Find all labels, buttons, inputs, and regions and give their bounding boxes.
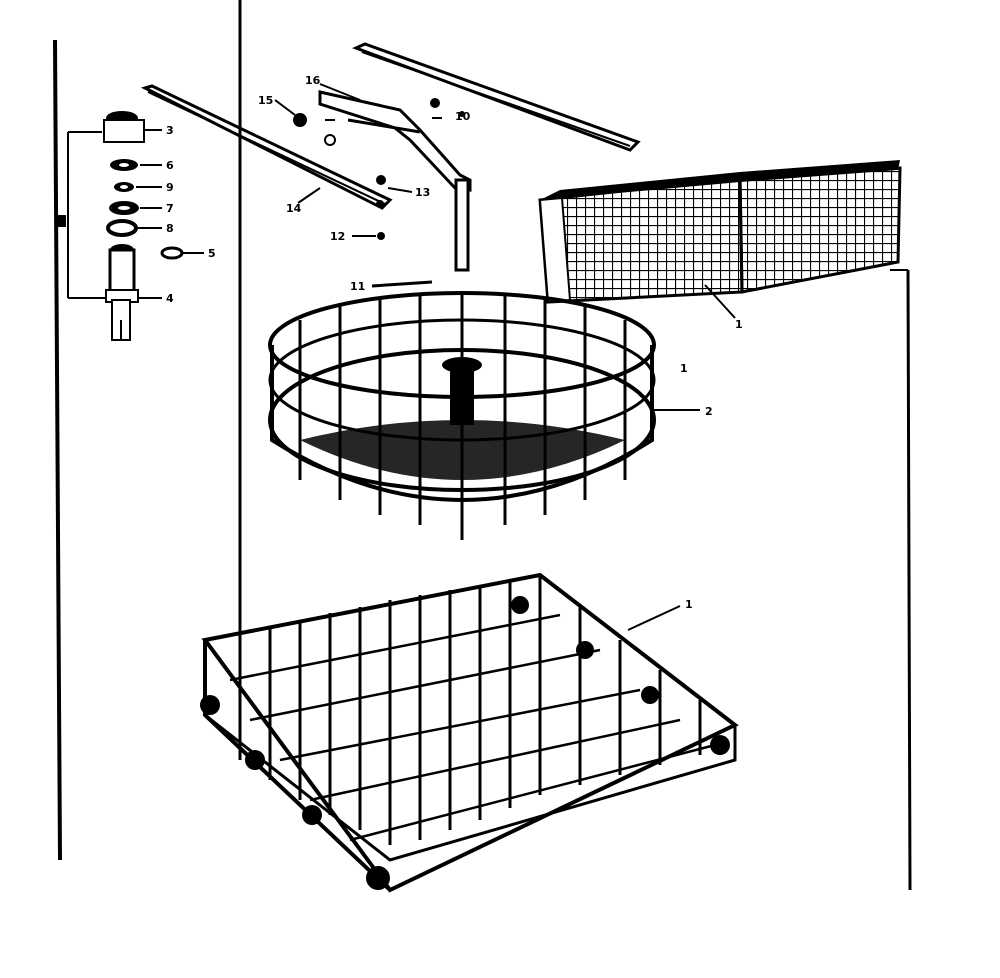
- callout-labels: 1 1 1 2 3 4 5 6 7 8 9 10 11 12 13 14 15 …: [166, 74, 743, 611]
- label-2: 2: [705, 405, 713, 418]
- label-14: 14: [286, 202, 302, 215]
- lower-spray-arm: [140, 84, 393, 210]
- label-11: 11: [350, 280, 365, 293]
- label-3: 3: [166, 124, 174, 137]
- label-16: 16: [305, 74, 321, 87]
- label-6: 6: [166, 159, 174, 172]
- top-rack-rail: [352, 42, 641, 152]
- upper-spray-arm-tube: [318, 83, 472, 272]
- upper-rack: [268, 291, 700, 540]
- label-8: 8: [166, 222, 174, 235]
- label-5: 5: [208, 247, 216, 260]
- label-12: 12: [330, 230, 345, 243]
- label-1-upper-rack: 1: [680, 362, 688, 375]
- label-1-lower-rack: 1: [685, 598, 693, 611]
- label-1-basket: 1: [735, 318, 743, 331]
- lower-rack: [200, 0, 739, 893]
- label-13: 13: [415, 186, 430, 199]
- small-fasteners: [274, 98, 465, 240]
- label-15: 15: [258, 94, 273, 107]
- label-7: 7: [166, 202, 174, 215]
- frame-lines: [53, 39, 912, 891]
- pin-11: [371, 280, 433, 288]
- label-4: 4: [166, 292, 174, 305]
- silverware-basket: [538, 160, 902, 319]
- label-9: 9: [166, 181, 174, 194]
- label-10: 10: [455, 110, 471, 123]
- spray-arm-bearing-stack: [67, 111, 204, 341]
